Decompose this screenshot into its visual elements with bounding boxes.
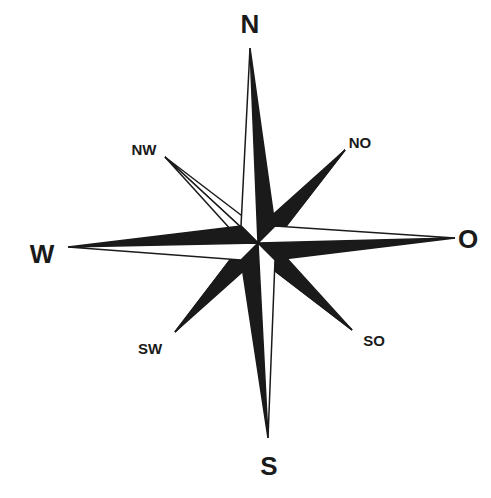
star-point (258, 226, 455, 243)
star-point (241, 48, 258, 243)
direction-label: O (458, 226, 478, 252)
direction-label: NO (349, 135, 372, 150)
direction-label: NW (132, 142, 157, 157)
direction-label: N (241, 11, 260, 37)
direction-label: W (30, 241, 55, 267)
cardinal-points (68, 48, 455, 438)
direction-label: SW (138, 341, 162, 356)
star-point (68, 243, 258, 260)
direction-label: S (260, 453, 277, 479)
star-point (258, 243, 275, 438)
direction-label: SO (363, 333, 385, 348)
